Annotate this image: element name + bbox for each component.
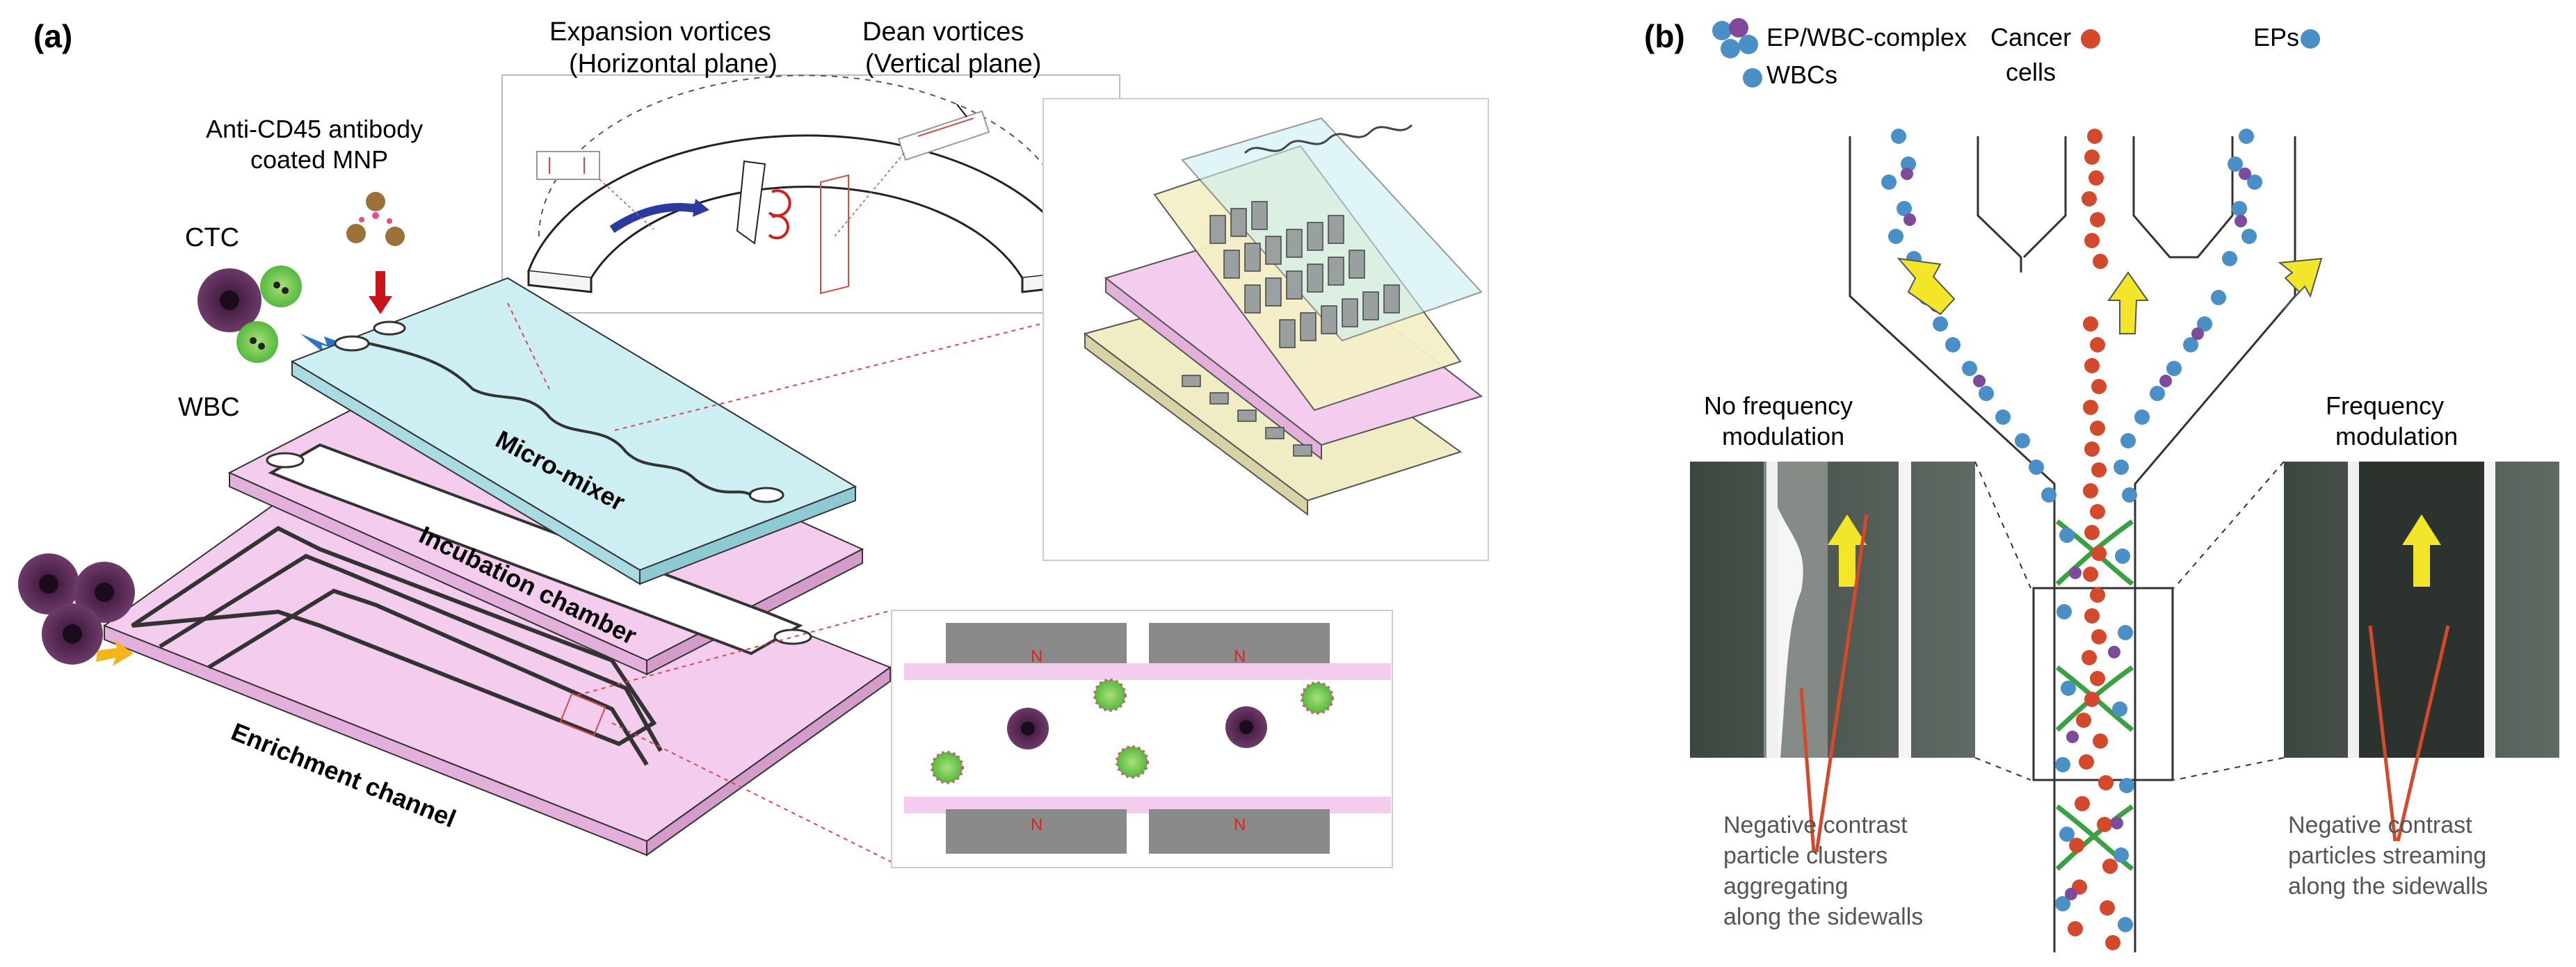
antibody-label: Anti-CD45 antibody [206,115,423,143]
left-caption-line-3: aggregating [1723,873,1849,900]
zoom-box [559,692,606,737]
left-caption-line-2: particle clusters [1723,843,1887,869]
magnet-pole-label: N [1031,647,1043,666]
wbc-legend-icon [1743,68,1762,88]
enrichment-layer [102,450,892,856]
magnet-pole-label: N [1234,647,1246,666]
no-freq-mod-label: No frequency [1704,391,1853,420]
freq-mod-label-2: modulation [2335,422,2458,450]
legend-eps: EPs [2253,23,2299,51]
ctc-label: CTC [185,223,239,252]
mnp-cluster-icon [346,192,405,246]
ep-wbc-particles [1881,129,2262,932]
outlet-arrow-icon [96,640,134,666]
freq-mod-label: Frequency [2326,391,2444,420]
legend-wbcs: WBCs [1766,60,1837,89]
left-caption-line-1: Negative contrast [1723,812,1908,838]
down-arrow-icon [369,271,392,314]
ep-wbc-complex-particles [1901,168,2251,900]
zoom-line [611,722,892,863]
panel-b-label: (b) [1644,18,1685,54]
freq-mod-micrograph [2284,462,2559,842]
ep-wbc-complex-legend-icon [1712,18,1758,58]
right-caption-line-1: Negative contrast [2288,812,2472,838]
zoom-line [2173,461,2285,589]
expansion-vortices-label: Expansion vortices [549,17,771,47]
cancer-cell-legend-icon [2081,29,2100,49]
legend-cancer-cells: Cancer [1990,23,2071,51]
cancer-cell-particles [2068,129,2120,950]
wbc-label: WBC [178,393,240,422]
right-caption-line-2: particles streaming [2288,843,2486,869]
dean-vortices-sublabel: (Vertical plane) [865,49,1041,79]
zoom-line [611,305,1113,432]
ep-legend-icon [2301,29,2320,49]
no-freq-mod-micrograph [1690,462,1975,853]
antibody-sublabel: coated MNP [250,145,388,174]
no-freq-mod-label-2: modulation [1722,422,1844,450]
zoom-line [1974,757,2031,781]
legend-ep-wbc-complex: EP/WBC-complex [1766,23,1967,51]
panel-a-label: (a) [33,18,72,54]
dean-vortices-label: Dean vortices [862,17,1024,47]
magnetic-separation-inset [891,610,1393,868]
magnet-pole-label: N [1031,815,1043,834]
right-caption-line-3: along the sidewalls [2288,873,2488,900]
wbc-cell-icon [236,266,302,363]
chip-3d-inset [1043,98,1489,561]
dean-flow-curves [2055,519,2134,871]
left-caption-line-4: along the sidewalls [1723,904,1923,930]
vortex-inset [501,74,1120,314]
ctc-cell-icon [198,268,261,332]
zoom-line [2173,757,2285,781]
micro-mixer-layer [290,277,858,585]
zoom-line [1974,461,2031,589]
microchannel-outline [1849,136,2296,952]
expansion-vortices-sublabel: (Horizontal plane) [569,49,778,79]
flow-arrow-icon [1897,257,2323,334]
output-ctc-icon [18,553,135,665]
legend-cancer-cells-2: cells [2006,58,2056,86]
magnet-pole-label: N [1234,815,1246,834]
